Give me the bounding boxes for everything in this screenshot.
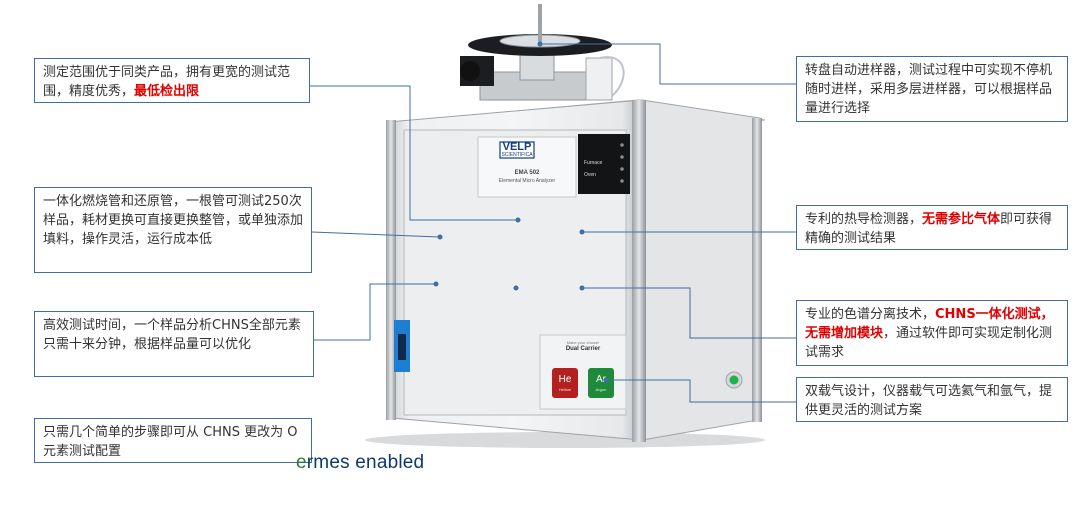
ermes-e: e (296, 452, 307, 473)
callout-chrom-text: 专业的色谱分离技术， (805, 307, 936, 322)
dot-tube (437, 234, 443, 240)
sampler-side-box (585, 57, 613, 101)
status-led-1 (620, 143, 624, 147)
callout-chromatography: 专业的色谱分离技术，CHNS一体化测试，无需增加模块，通过软件即可实现定制化测试… (796, 300, 1068, 366)
callout-autosampler: 转盘自动进样器，测试过程中可实现不停机随时进样，采用多层进样器，可以根据样品量进… (796, 56, 1068, 122)
sampler-motor-cap (460, 61, 480, 81)
connector-range (310, 85, 518, 221)
sampler-tube (599, 56, 625, 97)
connector-sampler (540, 43, 796, 85)
dot-time (433, 281, 439, 287)
dot-range (515, 217, 521, 223)
frame-left (386, 120, 396, 420)
sampler-rod (538, 4, 542, 42)
gas-he-sublabel: Helium (558, 387, 572, 392)
ermes-enabled-logo: ermes enabled (296, 452, 424, 474)
dot-sampler (537, 41, 543, 47)
ermes-rest: rmes enabled (306, 452, 425, 473)
status-led-2 (620, 155, 624, 159)
callout-switch-text: 只需几个简单的步骤即可从 CHNS 更改为 O元素测试配置 (43, 425, 298, 459)
door-latch-inner (398, 334, 406, 360)
gas-ar-sublabel: Argon (595, 387, 607, 392)
power-switch-led (729, 375, 739, 385)
callout-chrom-tail: ，通过软件即可实现定制化测试需求 (805, 326, 1053, 360)
callout-dual-carrier: 双载气设计，仪器载气可选氦气和氩气，提供更灵活的测试方案 (796, 377, 1068, 422)
velp-logo-subtext: SCIENTIFICA (501, 152, 533, 158)
callout-detector-tail: 即可获得精确的测试结果 (805, 212, 1053, 246)
model-name: EMA 502 (514, 170, 540, 176)
callout-tcd-detector: 专利的热导检测器，无需参比气体即可获得精确的测试结果 (796, 205, 1068, 250)
callout-combustion-tube: 一体化燃烧管和还原管，一根管可测试250次样品，耗材更换可直接更换整管，或单独添… (34, 187, 312, 273)
carrier-caption: Dual Carrier (565, 346, 601, 352)
gas-he-button (552, 368, 578, 398)
gas-he-label: He (558, 374, 572, 385)
callout-detector-text: 专利的热导检测器， (805, 212, 923, 227)
status-label-oven: Oven (584, 172, 596, 178)
connector-carrier (606, 379, 796, 403)
dot-chrom (579, 285, 585, 291)
frame-mid (632, 100, 646, 442)
status-led-3 (620, 167, 624, 171)
callout-test-time: 高效测试时间，一个样品分析CHNS全部元素只需十来分钟，根据样品量可以优化 (34, 311, 314, 377)
carrier-caption-small: Make your choice! (566, 340, 600, 345)
dot-carrier (603, 377, 609, 383)
connector-tube (311, 231, 441, 238)
status-led-4 (620, 179, 624, 183)
callout-sampler-text: 转盘自动进样器，测试过程中可实现不停机随时进样，采用多层进样器，可以根据样品量进… (805, 63, 1053, 116)
callout-config-switch: 只需几个简单的步骤即可从 CHNS 更改为 O元素测试配置 (34, 418, 312, 463)
connector-time (314, 283, 436, 341)
callout-detector-highlight: 无需参比气体 (922, 212, 1001, 227)
callout-carrier-text: 双载气设计，仪器载气可选氦气和氩气，提供更灵活的测试方案 (805, 384, 1053, 418)
callout-time-text: 高效测试时间，一个样品分析CHNS全部元素只需十来分钟，根据样品量可以优化 (43, 318, 301, 352)
velp-logo-box (499, 141, 535, 159)
model-description: Elemental Micro Analyzer (498, 178, 556, 184)
callout-range-highlight: 最低检出限 (134, 84, 200, 99)
dot-detector (579, 229, 585, 235)
callout-tube-text: 一体化燃烧管和还原管，一根管可测试250次样品，耗材更换可直接更换整管，或单独添… (43, 194, 304, 247)
connector-chrom (582, 287, 796, 339)
gas-ar-button (588, 368, 614, 398)
callout-measurement-range: 测定范围优于同类产品，拥有更宽的测试范围，精度优秀，最低检出限 (34, 58, 310, 103)
frame-right (752, 118, 762, 422)
callout-range-text: 测定范围优于同类产品，拥有更宽的测试范围，精度优秀， (43, 65, 291, 99)
callout-chrom-highlight: CHNS一体化测试，无需增加模块 (805, 307, 1054, 341)
velp-logo-text: VELP (502, 141, 532, 153)
dot-mid (513, 285, 519, 291)
status-label-furnace: Furnace (584, 160, 603, 166)
gas-ar-label: Ar (596, 374, 606, 385)
